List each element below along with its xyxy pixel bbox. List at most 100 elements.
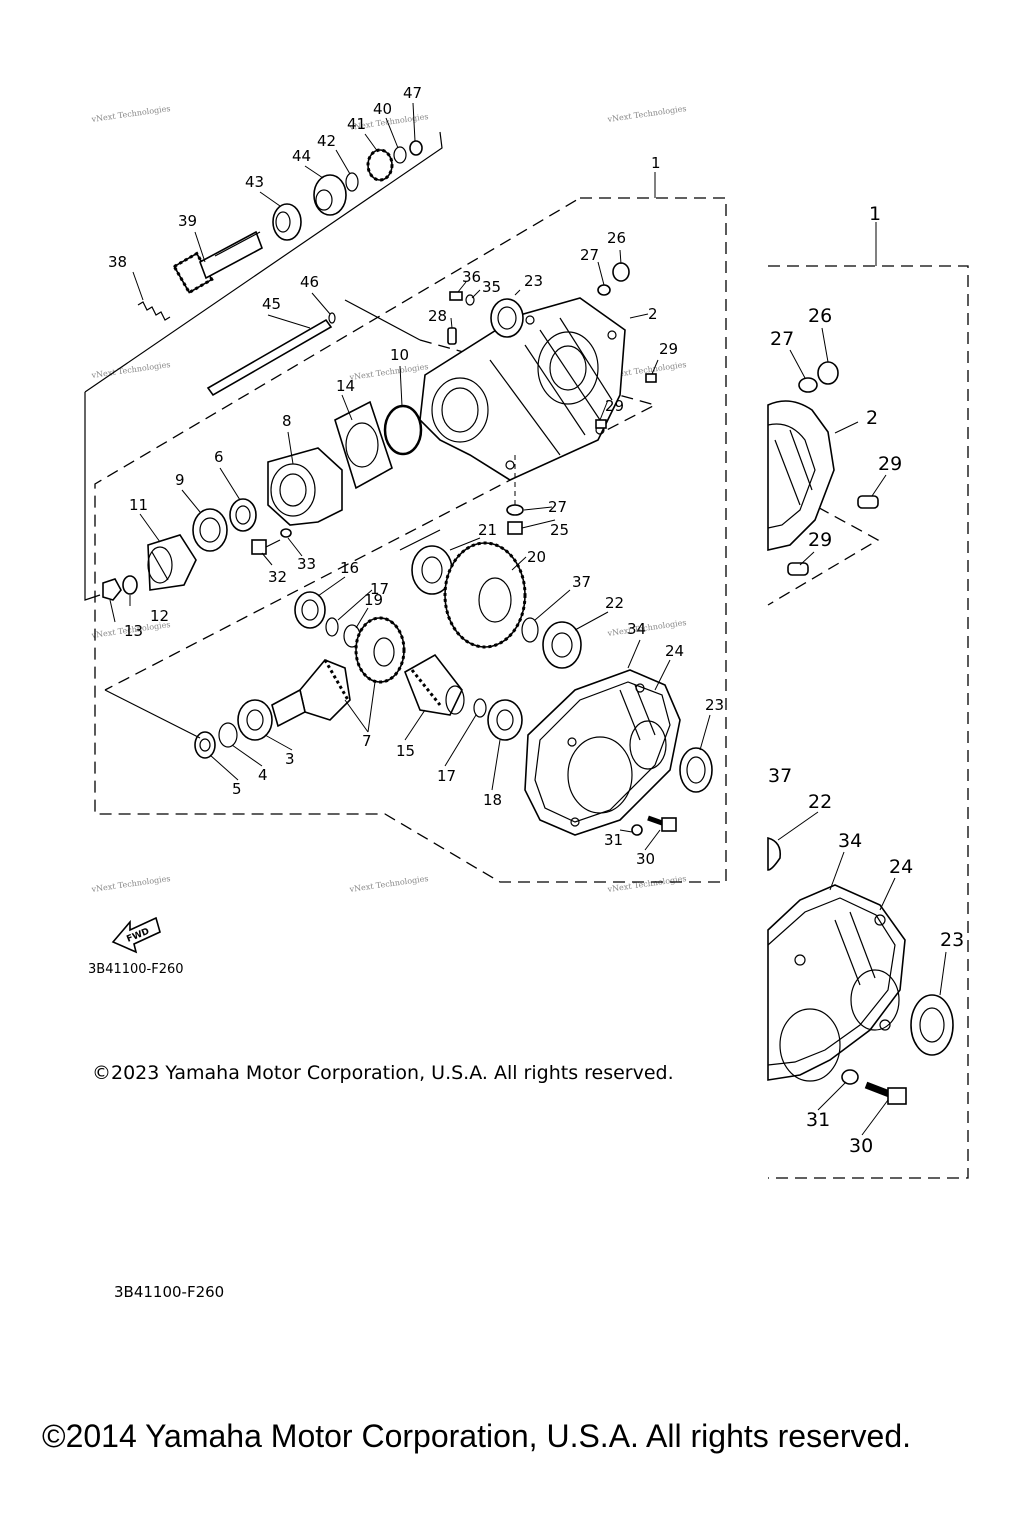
callouts-inset: 1 2 26 27 29 29 37 22 34 24 23 31 30 — [768, 203, 964, 1157]
callouts-main: 1 2 3 4 5 6 7 8 9 10 11 12 13 14 15 16 1… — [108, 84, 724, 868]
shaft-39 — [172, 230, 263, 295]
main-housing-2 — [419, 297, 626, 481]
clip-35 — [465, 294, 475, 306]
ring-gear-20 — [443, 541, 527, 649]
collar-43 — [272, 203, 302, 241]
callout: 4 — [258, 766, 268, 784]
callout: 40 — [373, 100, 392, 118]
oil-seal-23-upper — [490, 298, 524, 338]
callout: 21 — [478, 521, 497, 539]
watermark: vNext Technologies — [348, 362, 429, 382]
callout: 36 — [462, 268, 481, 286]
washer-31 — [631, 824, 643, 836]
drawing-code-large: 3B41100-F260 — [114, 1283, 225, 1301]
watermark: vNext Technologies — [90, 360, 171, 380]
bolt-30 — [647, 815, 677, 832]
callout: 1 — [869, 203, 881, 225]
callout: 23 — [524, 272, 543, 290]
callout: 32 — [268, 568, 287, 586]
callout: 16 — [340, 559, 359, 577]
seal-5 — [194, 731, 216, 759]
callout: 27 — [548, 498, 567, 516]
inset-washer-31 — [841, 1069, 859, 1085]
callout: 10 — [390, 346, 409, 364]
callout: 39 — [178, 212, 197, 230]
oil-seal-23-lower — [679, 747, 713, 793]
bolt-36 — [449, 291, 463, 301]
washer-27-lower — [506, 504, 524, 516]
pin-28 — [447, 327, 457, 345]
callout: 29 — [808, 529, 832, 551]
watermark: vNext Technologies — [606, 104, 687, 124]
watermark: vNext Technologies — [606, 874, 687, 894]
watermark: vNext Technologies — [348, 874, 429, 894]
washer-27-upper — [597, 284, 611, 296]
shim-17-lower — [473, 698, 487, 718]
circlip-40 — [393, 146, 407, 164]
spring-38 — [137, 301, 171, 321]
dowel-29-a — [645, 373, 657, 383]
callout: 17 — [370, 580, 389, 598]
callout: 37 — [572, 573, 591, 591]
inset-cover-24 — [767, 884, 906, 1082]
bearing-9 — [192, 508, 228, 552]
callout: 11 — [129, 496, 148, 514]
dowel-29-b — [595, 419, 607, 429]
rod-45 — [206, 299, 421, 397]
callout: 18 — [483, 791, 502, 809]
plug-26 — [612, 262, 630, 282]
inset-dowel-29-b — [787, 562, 809, 576]
callout: 5 — [232, 780, 242, 798]
o-ring-10 — [383, 404, 423, 456]
callout: 22 — [808, 791, 832, 813]
callout: 26 — [607, 229, 626, 247]
callout: 35 — [482, 278, 501, 296]
inset-bolt-30 — [864, 1081, 907, 1105]
callout: 24 — [665, 642, 684, 660]
callout: 2 — [866, 407, 878, 429]
inset-plug-26 — [817, 361, 839, 385]
callout: 44 — [292, 147, 311, 165]
shim-37 — [521, 617, 539, 643]
callout: 23 — [705, 696, 724, 714]
callout: 34 — [838, 830, 862, 852]
nut-13 — [102, 578, 122, 601]
watermark: vNext Technologies — [90, 104, 171, 124]
input-shaft-group — [84, 131, 443, 601]
callout: 8 — [282, 412, 292, 430]
callout: 13 — [124, 622, 143, 640]
callout: 30 — [849, 1135, 873, 1157]
bevel-gear-7 — [271, 616, 406, 728]
callout: 3 — [285, 750, 295, 768]
circlip-42 — [345, 172, 359, 192]
callout: 1 — [651, 154, 661, 172]
drawing-code: 3B41100-F260 — [88, 962, 184, 977]
copyright-notice-2014: ©2014 Yamaha Motor Corporation, U.S.A. A… — [42, 1418, 912, 1454]
washer-33 — [280, 528, 292, 538]
leader-lines — [109, 102, 947, 1136]
shim-4 — [218, 722, 238, 748]
copyright-notice-2023: ©2023 Yamaha Motor Corporation, U.S.A. A… — [92, 1062, 674, 1084]
bearing-6 — [229, 498, 257, 532]
breather-25 — [507, 521, 523, 535]
callout: 14 — [336, 377, 355, 395]
callout: 37 — [768, 765, 792, 787]
callout: 29 — [605, 397, 624, 415]
callout: 47 — [403, 84, 422, 102]
fwd-arrow-icon: FWD — [111, 916, 161, 954]
bearing-22 — [542, 621, 582, 669]
callout: 38 — [108, 253, 127, 271]
drive-pinion-15 — [404, 653, 465, 716]
callout: 46 — [300, 273, 319, 291]
bearing-housing-8 — [267, 447, 343, 526]
callout: 29 — [878, 453, 902, 475]
callout: 9 — [175, 471, 185, 489]
inset-housing-2 — [767, 400, 835, 552]
shim-17-upper — [325, 617, 339, 637]
callout: 6 — [214, 448, 224, 466]
inset-washer-27 — [798, 377, 818, 393]
callout: 23 — [940, 929, 964, 951]
callout: 28 — [428, 307, 447, 325]
callout: 17 — [437, 767, 456, 785]
callout: 29 — [659, 340, 678, 358]
